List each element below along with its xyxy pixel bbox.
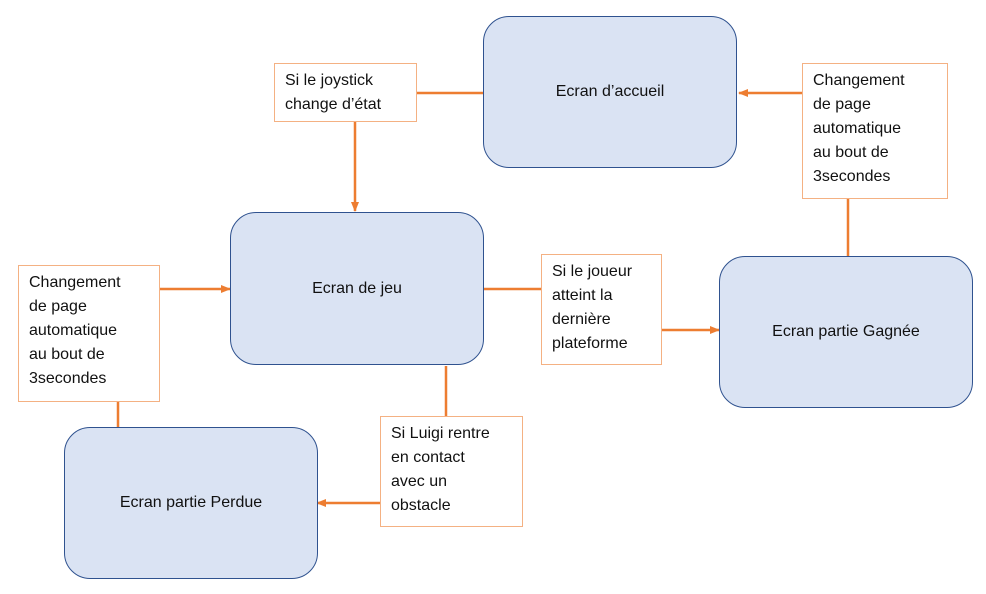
- node-ecran-accueil: Ecran d’accueil: [483, 16, 737, 168]
- transition-label-auto-from-perdue: Changement de page automatique au bout d…: [18, 265, 160, 402]
- transition-label-derniere-plateforme: Si le joueur atteint la dernière platefo…: [541, 254, 662, 365]
- transition-label-joystick: Si le joystick change d’état: [274, 63, 417, 122]
- transition-label-auto-from-gagnee: Changement de page automatique au bout d…: [802, 63, 948, 199]
- node-ecran-partie-perdue: Ecran partie Perdue: [64, 427, 318, 579]
- node-ecran-jeu: Ecran de jeu: [230, 212, 484, 365]
- transition-label-obstacle: Si Luigi rentre en contact avec un obsta…: [380, 416, 523, 527]
- node-ecran-partie-gagnee: Ecran partie Gagnée: [719, 256, 973, 408]
